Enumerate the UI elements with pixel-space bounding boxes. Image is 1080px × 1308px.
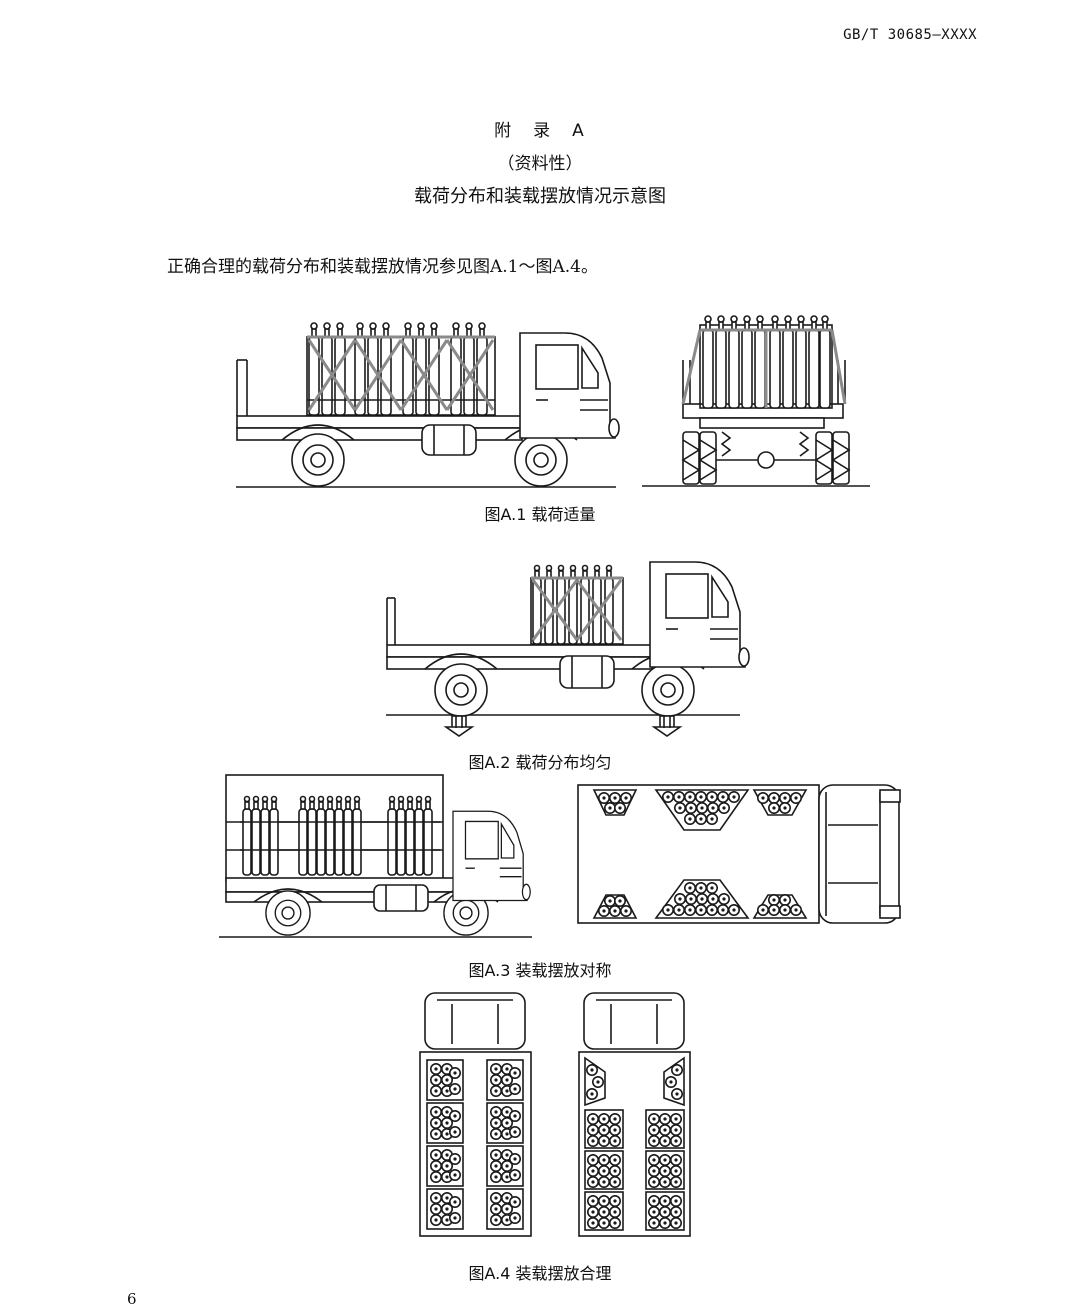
- figure-a1-rear-view: [642, 315, 870, 487]
- appendix-label-b: 录: [533, 121, 553, 141]
- figure-a3-top-view: [577, 784, 901, 924]
- figure-a2-caption: 图A.2 载荷分布均匀: [468, 753, 612, 772]
- figure-a1-side-view: [236, 322, 620, 488]
- document-code: GB/T 30685—XXXX: [843, 27, 977, 43]
- page-number: 6: [127, 1290, 137, 1308]
- intro-paragraph: 正确合理的载荷分布和装载摆放情况参见图A.1～图A.4。: [167, 257, 598, 277]
- figure-a1-caption: 图A.1 载荷适量: [484, 505, 596, 524]
- figure-a4-left-top-view: [419, 992, 532, 1237]
- figure-a4-caption: 图A.4 装载摆放合理: [468, 1264, 612, 1283]
- figure-a3-side-view: [219, 774, 532, 938]
- appendix-title: 载荷分布和装载摆放情况示意图: [414, 186, 666, 207]
- figure-a3-caption: 图A.3 装载摆放对称: [468, 961, 612, 980]
- figure-a2-side-view: [386, 561, 750, 737]
- appendix-note: （资料性）: [497, 154, 583, 174]
- appendix-label-a: 附: [494, 121, 514, 141]
- figure-a4-right-top-view: [578, 992, 691, 1237]
- appendix-label-c: A: [572, 121, 586, 141]
